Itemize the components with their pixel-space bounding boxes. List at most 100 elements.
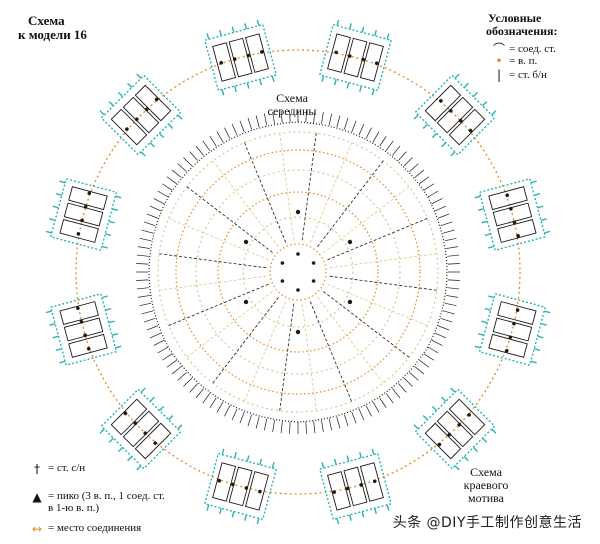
outer-tick	[344, 117, 349, 130]
motif-picot	[544, 230, 551, 234]
outer-tick	[216, 131, 224, 143]
outer-tick	[263, 113, 268, 126]
motif-picot	[59, 180, 66, 184]
motif-dot	[232, 57, 237, 61]
legend-item-label: = ст. с/н	[48, 462, 86, 474]
center-ring	[157, 131, 439, 413]
outer-tick	[414, 366, 425, 375]
motif-picot	[99, 428, 105, 434]
edge-motif	[45, 292, 122, 367]
single-crochet-icon: |	[496, 68, 502, 82]
motif-dot	[123, 411, 128, 416]
outer-tick	[166, 176, 177, 185]
motif-dot	[512, 321, 516, 326]
outer-tick	[398, 151, 407, 161]
motif-picot	[450, 387, 456, 393]
outer-tick	[372, 401, 380, 413]
motif-picot	[256, 19, 260, 26]
motif-picot	[413, 114, 419, 120]
motif-dot	[359, 483, 364, 487]
motif-picot	[246, 82, 250, 89]
center-scallop	[167, 346, 299, 423]
motif-dot	[347, 54, 352, 58]
motif-picot	[477, 208, 485, 211]
center-scheme-label-line1: Схема	[276, 91, 308, 105]
outer-tick	[231, 408, 238, 421]
motif-cell	[244, 33, 269, 73]
outer-tick	[414, 169, 425, 178]
motif-cell	[343, 37, 368, 78]
motif-picot	[52, 335, 59, 339]
outer-tick	[143, 221, 156, 226]
edge-motif	[99, 73, 183, 157]
motif-picot	[149, 396, 155, 402]
outer-tick	[146, 213, 159, 219]
motif-picot	[481, 220, 488, 224]
legend-item-label: = в. п.	[509, 55, 538, 67]
motif-picot	[127, 82, 133, 88]
outer-tick	[442, 310, 455, 315]
outer-tick	[216, 401, 224, 413]
motif-picot	[140, 387, 146, 393]
motif-cell	[244, 471, 269, 511]
diagram-title-line2: к модели 16	[18, 27, 87, 42]
legend-item-label: = ст. б/н	[509, 69, 547, 81]
center-spoke	[212, 297, 279, 384]
motif-dot	[134, 117, 139, 122]
legend-double-crochet: † = ст. с/н	[30, 462, 85, 476]
slip-stitch-icon: ⌒	[492, 42, 505, 56]
motif-dot	[361, 57, 365, 62]
center-spoke	[244, 142, 287, 243]
motif-cell	[59, 218, 99, 243]
motif-picot	[359, 85, 362, 93]
motif-picot	[484, 307, 491, 311]
motif-dot	[458, 118, 463, 123]
edge-motif	[203, 19, 278, 96]
motif-cell	[327, 471, 352, 511]
motif-picot	[231, 511, 235, 518]
outer-tick	[146, 325, 159, 331]
outer-tick	[446, 246, 459, 249]
outer-tick	[195, 388, 204, 399]
motif-picot	[45, 310, 52, 314]
outer-tick	[385, 140, 394, 151]
outer-tick	[189, 151, 198, 161]
motif-picot	[422, 415, 428, 421]
center-dot	[296, 252, 300, 256]
outer-tick	[202, 393, 211, 404]
motif-border	[414, 388, 496, 470]
outer-tick	[149, 205, 162, 212]
motif-picot	[234, 451, 237, 459]
outer-tick	[209, 397, 217, 409]
motif-cell	[448, 398, 486, 436]
motif-picot	[177, 424, 183, 430]
center-ring	[269, 243, 327, 301]
center-dot	[295, 329, 301, 335]
outer-tick	[247, 414, 252, 427]
center-dot	[311, 261, 316, 265]
chain-stitch-icon: •	[495, 54, 503, 68]
outer-tick	[289, 421, 291, 434]
motif-dot	[372, 479, 377, 484]
motif-picot	[540, 322, 547, 326]
motif-dot	[334, 50, 338, 55]
motif-picot	[472, 446, 479, 453]
motif-picot	[140, 151, 146, 157]
center-spoke	[329, 275, 437, 291]
center-spoke	[212, 160, 279, 247]
motif-cell	[228, 37, 253, 78]
motif-picot	[321, 462, 325, 469]
motif-picot	[55, 348, 62, 351]
motif-picot	[55, 193, 62, 196]
motif-dot	[457, 422, 462, 427]
outer-tick	[351, 120, 357, 133]
motif-picot	[361, 26, 365, 33]
motif-picot	[463, 456, 469, 462]
motif-picot	[336, 19, 340, 26]
center-spoke	[168, 283, 269, 326]
outer-tick	[177, 372, 187, 381]
outer-tick	[437, 213, 450, 219]
outer-tick	[149, 332, 162, 339]
outer-tick	[431, 339, 443, 346]
legend-item-label: = пико (3 в. п., 1 соед. ст. в 1-ю в. п.…	[48, 490, 165, 514]
